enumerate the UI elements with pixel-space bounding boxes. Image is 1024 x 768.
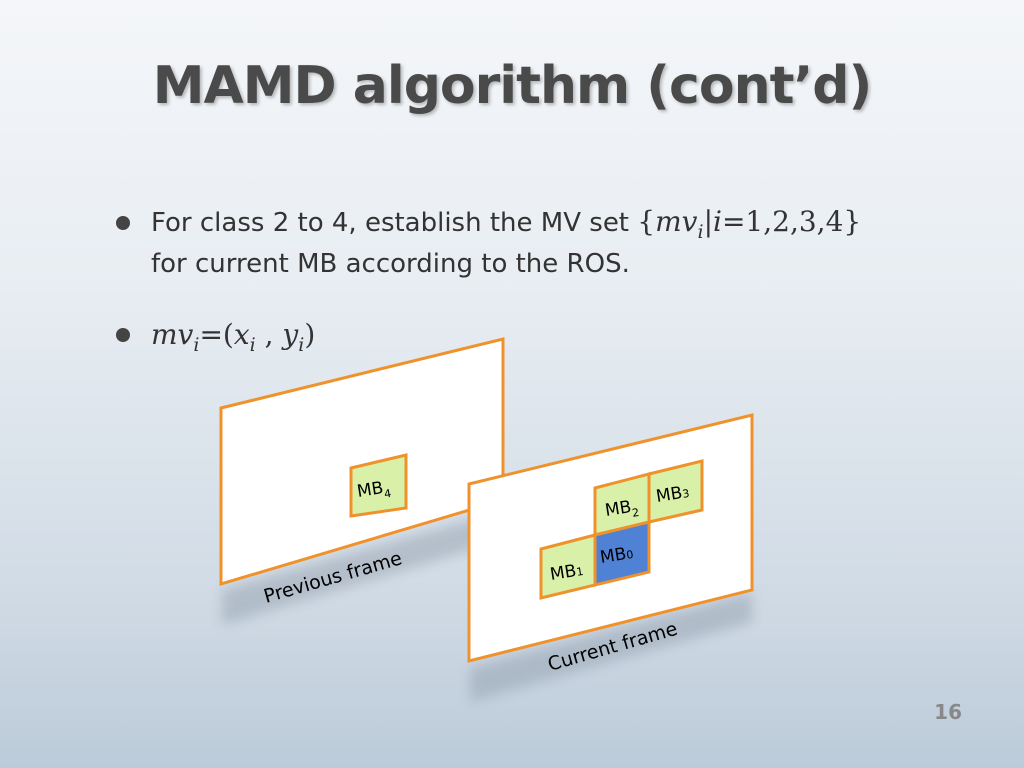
set-index: i	[713, 205, 722, 238]
mv-eq: =(	[199, 318, 234, 351]
mv-sub: i	[193, 334, 200, 356]
previous-frame-shadow	[222, 510, 505, 625]
y-sub: i	[298, 334, 305, 356]
bullet-text-1: For class 2 to 4, establish the MV set {…	[151, 200, 861, 245]
set-sub: i	[697, 221, 704, 243]
x-var: x	[233, 318, 250, 351]
mv-sep: ,	[255, 318, 283, 351]
mv-definition-formula: mvi=(xi , yi)	[151, 313, 315, 357]
set-rest: =1,2,3,4}	[721, 205, 862, 238]
bullet-dot-2	[116, 328, 130, 342]
mv-close: )	[304, 318, 316, 351]
mb0-block	[593, 520, 651, 587]
set-bar: |	[703, 205, 713, 238]
mb4-label: MB4	[356, 477, 393, 505]
y-var: y	[282, 318, 299, 351]
mb1-label: MB1	[549, 560, 585, 585]
mb0-label: MB0	[599, 543, 635, 568]
bullet-dot-1	[116, 216, 130, 230]
x-sub: i	[249, 334, 256, 356]
mb3-block	[647, 459, 704, 524]
slide-title: MAMD algorithm (cont’d)	[152, 56, 872, 116]
mv-var: mv	[151, 318, 194, 351]
set-open: {	[637, 205, 656, 238]
bullet-1-prefix: For class 2 to 4, establish the MV set	[151, 208, 638, 238]
mb4-block	[349, 453, 408, 518]
current-frame-shadow	[470, 592, 752, 702]
set-var: mv	[655, 205, 698, 238]
mb2-label: MB2	[604, 496, 641, 524]
mv-set-formula: {mvi|i=1,2,3,4}	[637, 205, 862, 242]
page-number: 16	[934, 700, 962, 724]
mb3-label: MB3	[655, 482, 691, 507]
bullet-text-1-line2: for current MB according to the ROS.	[151, 249, 630, 279]
